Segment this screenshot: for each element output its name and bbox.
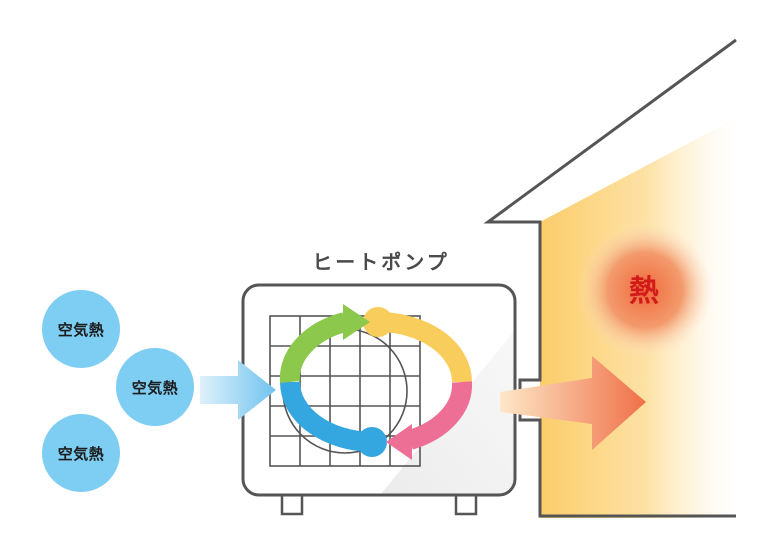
heat-output-arrow [500,356,646,450]
unit-foot-left [280,492,304,516]
heat-glow [577,222,713,358]
heat-label: 熱 [629,274,659,309]
heat-pump-label: ヒートポンプ [312,250,450,274]
air-heat-label: 空気熱 [131,378,179,397]
cycle-arrow-pink [386,424,412,460]
air-heat-bubble: 空気熱 [42,414,120,492]
cycle-arrow-green [343,304,370,340]
air-heat-label: 空気熱 [57,320,105,339]
air-heat-label: 空気熱 [57,444,105,463]
air-input-arrow [200,360,276,420]
air-heat-bubble: 空気熱 [116,348,194,426]
air-heat-bubble: 空気熱 [42,290,120,368]
house-outline [483,38,737,518]
refrigerant-cycle-icon [279,304,473,460]
unit-foot-right [454,492,478,516]
